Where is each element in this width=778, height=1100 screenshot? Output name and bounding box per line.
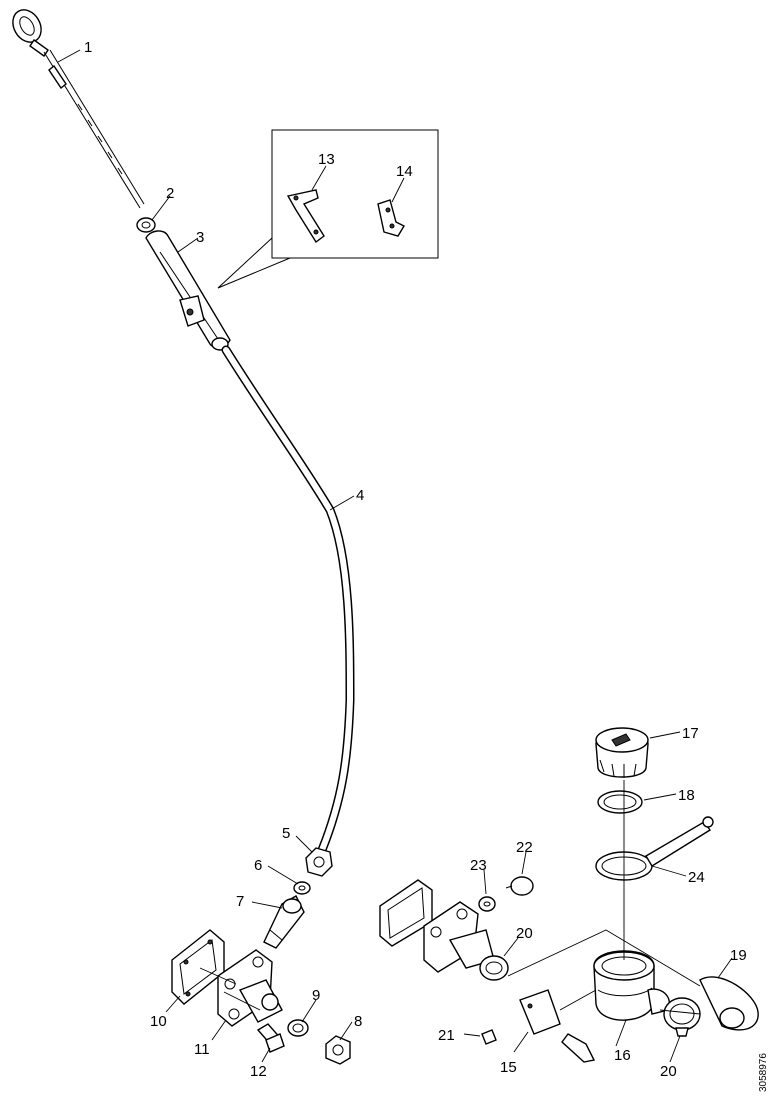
cap-seal-ring	[597, 790, 643, 814]
oil-filler-cap	[595, 727, 649, 778]
callout-12: 12	[250, 1063, 267, 1080]
oil-filler-neck	[593, 950, 671, 1021]
dipstick	[12, 9, 145, 209]
callout-3: 3	[196, 229, 204, 246]
nut-21	[481, 1029, 497, 1045]
adapter-ring-upper	[479, 955, 509, 981]
seal-ring	[136, 217, 156, 233]
oil-dipstick-tube	[221, 345, 355, 855]
drain-plug	[325, 1035, 351, 1065]
callout-10: 10	[150, 1013, 167, 1030]
callout-13: 13	[318, 151, 335, 168]
cover-plate-left	[171, 929, 225, 1005]
callout-7: 7	[236, 893, 244, 910]
hose-clamp	[663, 997, 701, 1037]
callout-17: 17	[682, 725, 699, 742]
nut	[305, 847, 333, 877]
callout-24: 24	[688, 869, 705, 886]
bolt-left	[256, 1023, 285, 1053]
callout-6: 6	[254, 857, 262, 874]
hose	[699, 976, 759, 1031]
housing-left	[217, 949, 283, 1027]
mounting-bracket	[519, 989, 561, 1035]
callout-21: 21	[438, 1027, 455, 1044]
union-fitting	[263, 895, 305, 949]
callout-20-lower: 20	[660, 1063, 677, 1080]
gasket-ring	[287, 1019, 309, 1037]
callout-5: 5	[282, 825, 290, 842]
upper-guide-tube	[145, 230, 231, 351]
plug-22	[505, 876, 534, 896]
housing-right	[423, 901, 495, 973]
callout-16: 16	[614, 1047, 631, 1064]
callout-15: 15	[500, 1059, 517, 1076]
callout-8: 8	[354, 1013, 362, 1030]
bolt-right	[561, 1033, 596, 1063]
callout-23: 23	[470, 857, 487, 874]
callout-9: 9	[312, 987, 320, 1004]
callout-22: 22	[516, 839, 533, 856]
callout-4: 4	[356, 487, 364, 504]
reference-code: 3058976	[758, 1053, 769, 1092]
callout-14: 14	[396, 163, 413, 180]
washer	[293, 881, 311, 895]
callout-20-upper: 20	[516, 925, 533, 942]
callout-19: 19	[730, 947, 747, 964]
washer-23	[478, 896, 496, 912]
callout-1: 1	[84, 39, 92, 56]
callout-2: 2	[166, 185, 174, 202]
callout-11: 11	[194, 1041, 210, 1058]
bracket-inset-box	[217, 129, 439, 289]
callout-18: 18	[678, 787, 695, 804]
